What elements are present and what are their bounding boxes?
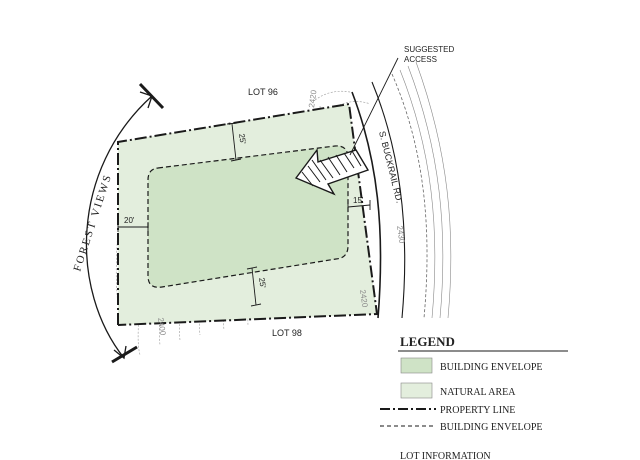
setback-east-label: 15' [353, 196, 364, 205]
legend-label-property-line: PROPERTY LINE [440, 405, 515, 416]
legend-label-building-envelope: BUILDING ENVELOPE [440, 362, 543, 373]
forest-views-arc [85, 82, 165, 364]
contour-label-east: 2430 [395, 225, 406, 244]
lot-south-label: LOT 98 [272, 328, 302, 338]
property-line [117, 102, 379, 326]
contour-label-north: 2420 [307, 89, 318, 108]
building-envelope-area [147, 145, 349, 288]
legend-label-natural-area: NATURAL AREA [440, 387, 516, 398]
lot-north-label: LOT 96 [248, 87, 278, 97]
setback-north-label: 25' [237, 133, 247, 145]
road-curves [351, 61, 452, 319]
legend: LEGEND BUILDING ENVELOPE NATURAL AREA PR… [380, 334, 568, 460]
legend-swatch-building-envelope [400, 357, 433, 374]
legend-footer: LOT INFORMATION [400, 451, 491, 460]
setback-west-label: 20' [124, 216, 135, 225]
legend-swatch-natural-area [400, 382, 433, 399]
forest-views-label: FOREST VIEWS [71, 172, 114, 273]
legend-title: LEGEND [400, 334, 455, 349]
setback-dimensions [117, 122, 371, 307]
access-label-line1: SUGGESTED [404, 45, 454, 54]
setback-south-label: 25' [257, 277, 267, 289]
access-arrow [294, 57, 399, 196]
contour-label-southwest: 2400 [156, 317, 167, 336]
legend-label-building-envelope-line: BUILDING ENVELOPE [440, 422, 543, 433]
access-label-line2: ACCESS [404, 55, 437, 64]
contour-label-southeast: 2420 [358, 289, 369, 308]
